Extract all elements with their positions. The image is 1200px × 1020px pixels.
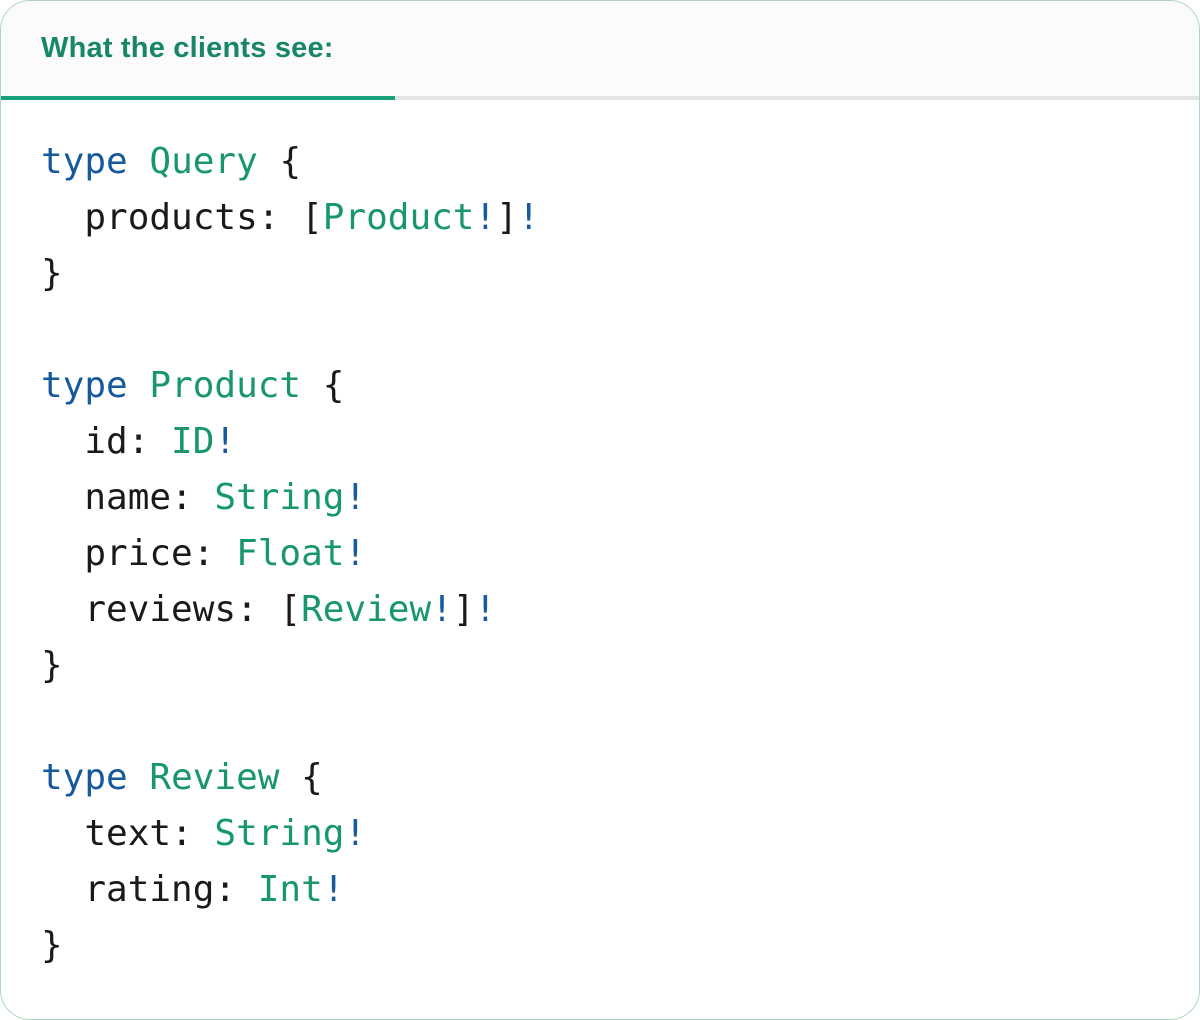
code-token-type: Int bbox=[257, 869, 323, 910]
code-token-bang: ! bbox=[474, 197, 497, 238]
card-header: What the clients see: bbox=[1, 1, 1199, 96]
code-token-plain: ] bbox=[496, 197, 518, 238]
code-line: id: ID! bbox=[41, 414, 1179, 470]
code-line: products: [Product!]! bbox=[41, 190, 1179, 246]
code-token-type: String bbox=[214, 813, 345, 854]
code-token-plain: name: bbox=[41, 477, 215, 518]
code-token-plain: reviews: [ bbox=[41, 589, 302, 630]
code-token-type: Product bbox=[149, 365, 302, 406]
code-token-plain: { bbox=[257, 141, 302, 182]
code-token-type: Product bbox=[322, 197, 475, 238]
code-line: type Query { bbox=[41, 134, 1179, 190]
code-token-bang: ! bbox=[517, 197, 540, 238]
code-token-type: String bbox=[214, 477, 345, 518]
code-line: type Product { bbox=[41, 358, 1179, 414]
code-token-plain: id: bbox=[41, 421, 172, 462]
header-divider bbox=[1, 96, 1199, 100]
code-token-bang: ! bbox=[431, 589, 453, 630]
code-block: type Query { products: [Product!]!} type… bbox=[1, 100, 1199, 974]
code-token-plain: text: bbox=[41, 813, 215, 854]
code-token-type: Review bbox=[149, 757, 280, 798]
code-token-type: ID bbox=[171, 421, 215, 462]
code-token-bang: ! bbox=[214, 421, 237, 462]
code-token-plain bbox=[128, 365, 150, 406]
code-line bbox=[41, 694, 1179, 750]
code-token-bang: ! bbox=[322, 869, 345, 910]
code-token-plain bbox=[128, 757, 150, 798]
header-accent-underline bbox=[1, 96, 395, 100]
code-token-keyword: type bbox=[41, 365, 128, 406]
code-line: } bbox=[41, 246, 1179, 302]
code-token-plain: { bbox=[301, 365, 345, 406]
code-token-bang: ! bbox=[344, 477, 367, 518]
code-line: } bbox=[41, 638, 1179, 694]
code-line: type Review { bbox=[41, 750, 1179, 806]
code-token-plain: { bbox=[279, 757, 323, 798]
code-line: } bbox=[41, 918, 1179, 974]
card-header-label: What the clients see: bbox=[41, 32, 334, 64]
code-token-plain: price: bbox=[41, 533, 237, 574]
code-token-bang: ! bbox=[344, 813, 367, 854]
code-line: text: String! bbox=[41, 806, 1179, 862]
code-token-plain: rating: bbox=[41, 869, 258, 910]
code-token-plain: } bbox=[41, 253, 63, 294]
code-line: rating: Int! bbox=[41, 862, 1179, 918]
code-line: price: Float! bbox=[41, 526, 1179, 582]
code-token-keyword: type bbox=[41, 757, 128, 798]
code-token-plain: } bbox=[41, 645, 63, 686]
code-line bbox=[41, 302, 1179, 358]
code-token-bang: ! bbox=[474, 589, 497, 630]
code-token-type: Query bbox=[149, 141, 258, 182]
code-line: reviews: [Review!]! bbox=[41, 582, 1179, 638]
code-token-keyword: type bbox=[41, 141, 128, 182]
code-token-plain: } bbox=[41, 925, 63, 966]
code-token-bang: ! bbox=[344, 533, 367, 574]
code-token-type: Review bbox=[301, 589, 432, 630]
code-token-plain: products: [ bbox=[41, 197, 323, 238]
code-token-plain bbox=[128, 141, 150, 182]
code-token-type: Float bbox=[236, 533, 345, 574]
code-token-plain: ] bbox=[452, 589, 475, 630]
code-line: name: String! bbox=[41, 470, 1179, 526]
